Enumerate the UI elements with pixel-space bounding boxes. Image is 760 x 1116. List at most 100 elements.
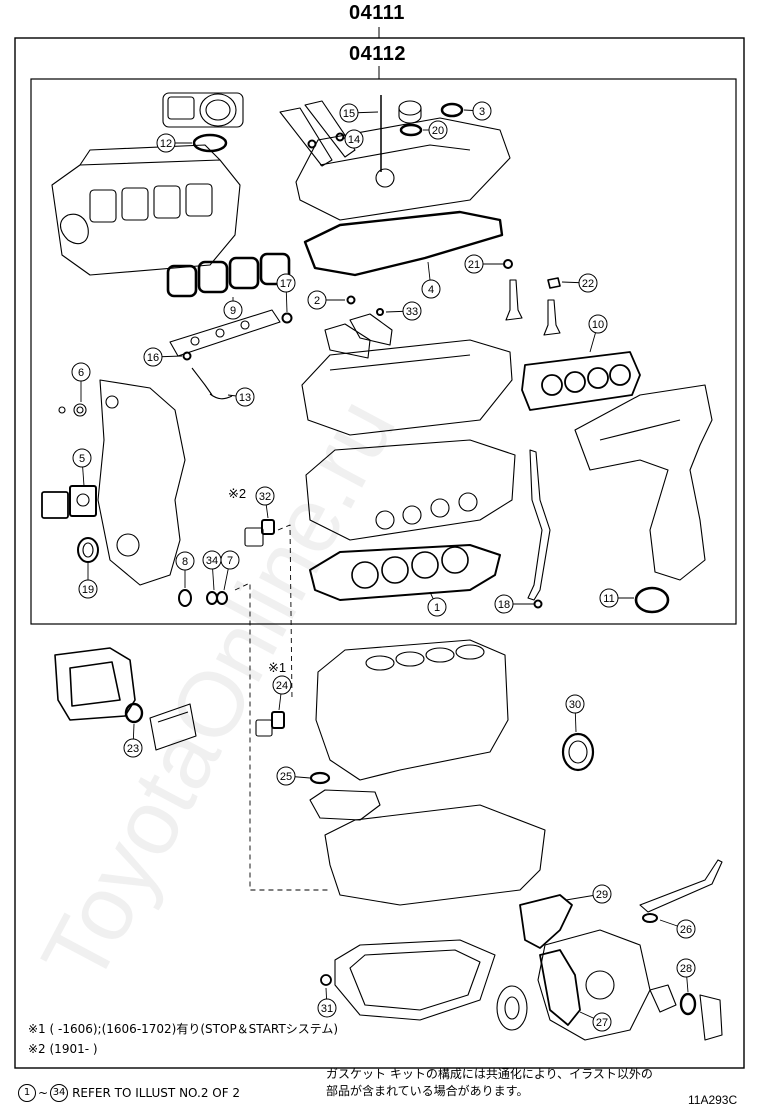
callout-circle-24[interactable] xyxy=(272,675,292,695)
callout-label-15: 15 xyxy=(343,108,355,120)
camshaft-housing xyxy=(301,339,513,436)
callout-circle-33[interactable] xyxy=(402,301,422,321)
callout-circle-10[interactable] xyxy=(588,314,608,334)
callouts: 1234567891011121314151617181920212223242… xyxy=(71,101,696,1032)
range-tilde: ~ xyxy=(38,1086,49,1100)
drain-plug-31 xyxy=(320,974,332,986)
camshaft-bearing-caps xyxy=(324,313,393,359)
callout-circle-17[interactable] xyxy=(276,273,296,293)
callout-circle-19[interactable] xyxy=(78,579,98,599)
note-jp-line1: ガスケット キットの構成には共通化により、イラスト以外の xyxy=(326,1067,653,1081)
ignition-coils xyxy=(279,100,356,167)
intake-manifold-gaskets xyxy=(166,252,291,298)
o-ring-16 xyxy=(182,351,192,361)
throttle-body xyxy=(162,92,244,128)
callout-label-25: 25 xyxy=(280,771,292,783)
callout-label-26: 26 xyxy=(680,924,692,936)
callout-circle-9[interactable] xyxy=(223,300,243,320)
callout-label-28: 28 xyxy=(680,963,692,975)
fuel-delivery-pipe xyxy=(169,309,281,357)
callout-label-2: 2 xyxy=(314,295,320,307)
callout-circle-6[interactable] xyxy=(71,362,91,382)
callout-circle-3[interactable] xyxy=(472,101,492,121)
gasket-27 xyxy=(539,949,581,1026)
callout-circle-25[interactable] xyxy=(276,766,296,786)
seal-2 xyxy=(346,295,356,305)
note-1: ※1 ( -1606);(1606-1702)有り(STOP＆STARTシステム… xyxy=(28,1022,339,1036)
callout-circle-8[interactable] xyxy=(175,551,195,571)
o-ring-25 xyxy=(309,771,331,785)
intake-manifold xyxy=(51,144,241,276)
callout-circle-34[interactable] xyxy=(202,550,222,570)
seal-22 xyxy=(547,277,561,289)
refer-text: REFER TO ILLUST NO.2 OF 2 xyxy=(72,1086,241,1100)
cylinder-block xyxy=(315,639,509,781)
o-ring-26 xyxy=(642,913,658,923)
callout-circle-21[interactable] xyxy=(464,254,484,274)
callout-circle-13[interactable] xyxy=(235,387,255,407)
seal-21 xyxy=(503,259,513,269)
callout-label-29: 29 xyxy=(596,889,608,901)
callout-label-16: 16 xyxy=(147,352,159,364)
callout-circle-11[interactable] xyxy=(599,588,619,608)
timing-cover-gasket-lower xyxy=(54,647,136,721)
callout-circle-23[interactable] xyxy=(123,738,143,758)
throttle-body-gasket xyxy=(192,133,228,153)
oil-seal-19 xyxy=(77,537,99,563)
callout-label-23: 23 xyxy=(127,743,139,755)
note-2: ※2 (1901- ) xyxy=(28,1042,98,1056)
oil-seal-6 xyxy=(58,403,87,417)
callout-circle-15[interactable] xyxy=(339,103,359,123)
callout-circle-16[interactable] xyxy=(143,347,163,367)
o-ring-18 xyxy=(533,599,543,609)
callout-label-8: 8 xyxy=(182,556,188,568)
cylinder-head-gasket xyxy=(309,544,501,601)
callout-label-6: 6 xyxy=(78,367,84,379)
callout-circle-31[interactable] xyxy=(317,998,337,1018)
valves xyxy=(505,279,561,336)
callout-circle-2[interactable] xyxy=(307,290,327,310)
callout-label-30: 30 xyxy=(569,699,581,711)
water-pump xyxy=(537,929,651,1041)
callout-label-10: 10 xyxy=(592,319,604,331)
callout-1-ref: 1 xyxy=(18,1084,36,1102)
callout-circle-29[interactable] xyxy=(592,884,612,904)
callout-circle-30[interactable] xyxy=(565,694,585,714)
callout-circle-5[interactable] xyxy=(72,448,92,468)
exhaust-manifold xyxy=(574,384,713,581)
callout-label-17: 17 xyxy=(280,278,292,290)
refer-note: 1 ~ 34 REFER TO ILLUST NO.2 OF 2 xyxy=(18,1084,240,1102)
oil-pan-lower xyxy=(334,939,496,1021)
callout-label-3: 3 xyxy=(479,106,485,118)
callout-label-24: 24 xyxy=(276,680,288,692)
callout-circle-1[interactable] xyxy=(427,597,447,617)
callout-circle-20[interactable] xyxy=(428,120,448,140)
water-inlet xyxy=(699,994,723,1041)
gasket-29 xyxy=(519,894,573,949)
gasket-20 xyxy=(399,123,423,137)
thermostat xyxy=(649,984,677,1013)
callout-circle-14[interactable] xyxy=(344,129,364,149)
callout-circle-28[interactable] xyxy=(676,958,696,978)
callout-label-12: 12 xyxy=(160,138,172,150)
oil-tube-26 xyxy=(639,859,723,913)
water-pump-pulley xyxy=(496,985,528,1031)
head-cover-gasket xyxy=(303,210,504,277)
callout-label-18: 18 xyxy=(498,599,510,611)
note-jp-line2: 部品が含まれている場合があります。 xyxy=(326,1084,529,1098)
callout-circle-22[interactable] xyxy=(578,273,598,293)
callout-circle-26[interactable] xyxy=(676,919,696,939)
callout-label-33: 33 xyxy=(406,306,418,318)
sensor-13 xyxy=(191,367,233,400)
callout-circle-12[interactable] xyxy=(156,133,176,153)
callout-circle-32[interactable] xyxy=(255,486,275,506)
callout-label-20: 20 xyxy=(432,125,444,137)
oil-level-gauge-guide xyxy=(527,449,551,601)
illustration-code: 11A293C xyxy=(688,1093,738,1107)
callout-circle-4[interactable] xyxy=(421,279,441,299)
callout-circle-27[interactable] xyxy=(592,1012,612,1032)
callout-circle-18[interactable] xyxy=(494,594,514,614)
callout-label-21: 21 xyxy=(468,259,480,271)
callout-label-11: 11 xyxy=(603,593,614,605)
